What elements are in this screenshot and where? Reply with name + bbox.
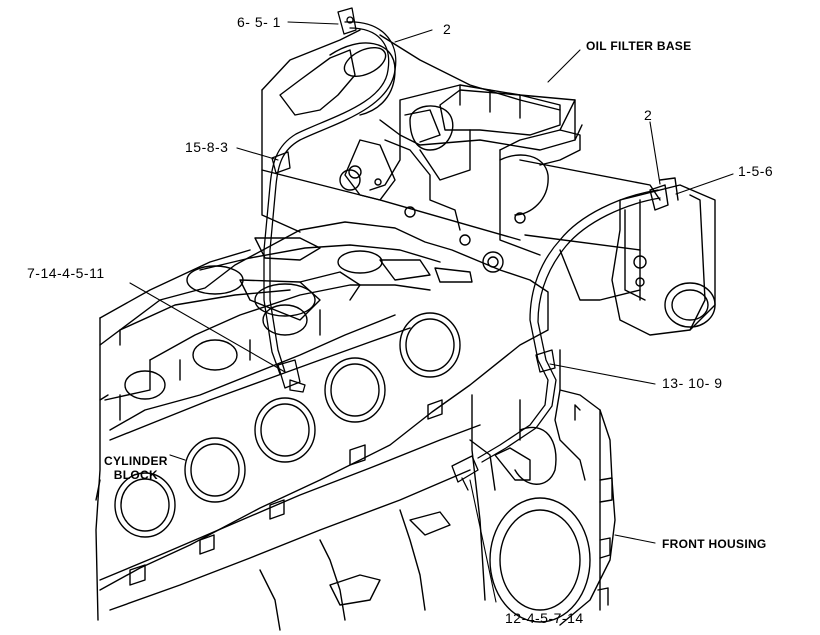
callout-13-10-9: 13- 10- 9 (662, 375, 723, 391)
callout-7-14-4-5-11: 7-14-4-5-11 (27, 265, 105, 281)
callout-oil-filter-base: OIL FILTER BASE (586, 39, 692, 53)
callout-2-right: 2 (644, 107, 653, 123)
callout-1-5-6: 1-5-6 (738, 163, 774, 179)
cylinder-block-drawing (95, 221, 549, 631)
right-adapter-drawing (611, 177, 716, 336)
callout-cylinder-block-line2: BLOCK (113, 467, 158, 482)
callout-6-5-1: 6- 5- 1 (237, 14, 281, 30)
callout-2-top: 2 (443, 21, 452, 37)
callout-12-4-5-7-14: 12-4-5-7-14 (505, 610, 584, 626)
callout-15-8-3: 15-8-3 (185, 139, 229, 155)
callout-cylinder-block-line1: CYLINDER (104, 454, 168, 468)
front-housing-drawing (469, 349, 616, 626)
oil-line-tubes (263, 7, 661, 491)
callout-front-housing: FRONT HOUSING (662, 537, 767, 551)
callout-leader-lines (129, 21, 734, 603)
oil-filter-base-drawing (261, 29, 661, 301)
callout-cylinder-block: CYLINDER BLOCK (104, 454, 168, 483)
